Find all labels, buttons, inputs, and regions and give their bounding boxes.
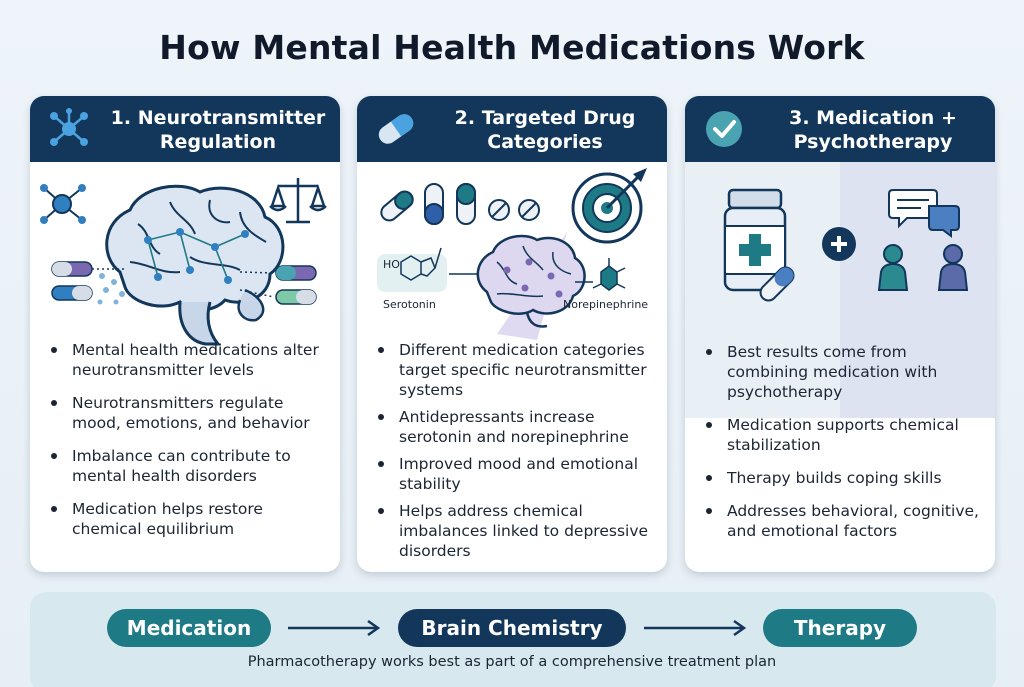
card-neurotransmitter-regulation: 1. Neurotransmitter Regulation <box>30 96 340 572</box>
list-item: Medication supports chemical stabilizati… <box>703 415 983 455</box>
bullet-list: Mental health medications alter neurotra… <box>48 340 328 552</box>
list-item: Antidepressants increase serotonin and n… <box>375 407 655 447</box>
flow-caption: Pharmacotherapy works best as part of a … <box>247 654 777 670</box>
flow-step-brain-chemistry: Brain Chemistry <box>398 609 626 647</box>
list-item: Improved mood and emotional stability <box>375 454 655 494</box>
bullet-list: Different medication categories target s… <box>375 340 655 568</box>
list-item: Different medication categories target s… <box>375 340 655 400</box>
plus-icon <box>822 227 856 261</box>
list-item: Addresses behavioral, cognitive, and emo… <box>703 501 983 541</box>
page-title: How Mental Health Medications Work <box>159 28 865 67</box>
brain-icon <box>476 234 586 328</box>
list-item: Best results come from combining medicat… <box>703 342 983 402</box>
card-title: 1. Neurotransmitter Regulation <box>110 107 326 153</box>
checkmark-icon <box>706 111 742 147</box>
serotonin-label: Serotonin <box>383 298 436 311</box>
list-item: Medication helps restore chemical equili… <box>48 499 328 539</box>
ho-label: HO <box>383 258 400 271</box>
serotonin-molecule-icon <box>377 247 447 292</box>
norepinephrine-molecule-icon <box>592 258 626 291</box>
medication-therapy-illustration <box>685 162 995 418</box>
list-item: Helps address chemical imbalances linked… <box>375 501 655 561</box>
molecule-icon <box>50 108 88 146</box>
brain-illustration <box>40 178 327 346</box>
list-item: Therapy builds coping skills <box>703 468 983 488</box>
bullet-list: Best results come from combining medicat… <box>703 342 983 554</box>
card-title: 3. Medication + Psychotherapy <box>789 107 957 153</box>
card-header: 2. Targeted Drug Categories <box>357 96 667 162</box>
arrow-right-icon <box>644 619 747 637</box>
card-medication-psychotherapy: 3. Medication + Psychotherapy <box>685 96 995 572</box>
capsule-icon <box>380 183 540 225</box>
card-header: 1. Neurotransmitter Regulation <box>30 96 340 162</box>
flow-step-medication: Medication <box>107 609 271 647</box>
capsule-icon <box>275 265 317 305</box>
card-targeted-drug-categories: 2. Targeted Drug Categories <box>357 96 667 572</box>
list-item: Mental health medications alter neurotra… <box>48 340 328 380</box>
flow-step-therapy: Therapy <box>763 609 917 647</box>
norepinephrine-label: Norepinephrine <box>563 298 648 311</box>
card-header: 3. Medication + Psychotherapy <box>685 96 995 162</box>
brain-icon <box>105 184 285 346</box>
balance-scale-icon <box>269 178 327 224</box>
therapy-session-icon <box>877 189 969 291</box>
card-title: 2. Targeted Drug Categories <box>454 107 636 153</box>
arrow-right-icon <box>288 619 381 637</box>
drug-target-illustration: HO Serotonin Norepinephrine <box>377 168 648 340</box>
capsule-icon <box>378 114 414 144</box>
list-item: Imbalance can contribute to mental healt… <box>48 446 328 486</box>
list-item: Neurotransmitters regulate mood, emotion… <box>48 393 328 433</box>
capsule-icon <box>51 261 93 301</box>
pill-bottle-icon <box>723 188 795 302</box>
